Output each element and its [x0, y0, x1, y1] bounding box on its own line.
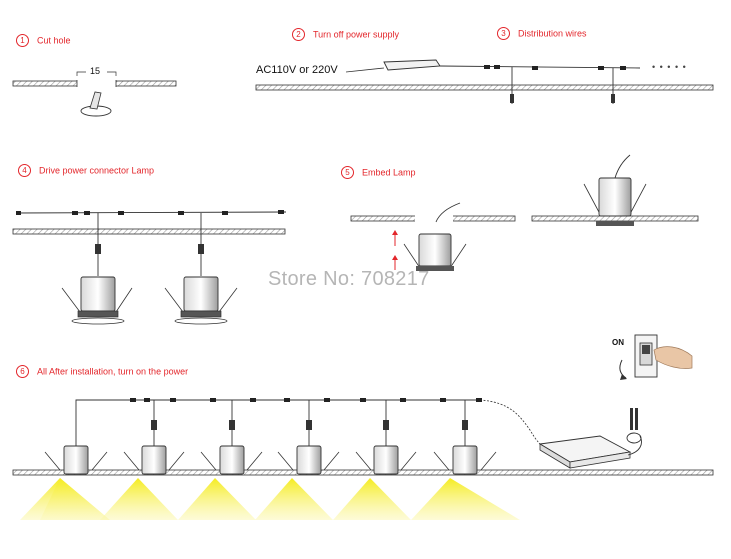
step-3-number: 3 [497, 27, 510, 40]
step-3-heading: 3 Distribution wires [497, 27, 587, 40]
step-6-heading: 6 All After installation, turn on the pow… [16, 365, 188, 378]
step-6-label: All After installation, turn on the powe… [37, 366, 189, 377]
step-5-number: 5 [341, 166, 354, 179]
step-4-label: Drive power connector Lamp [39, 165, 155, 176]
switch-on-label: ON [612, 338, 624, 347]
continuation-dots: • • • • • [652, 62, 687, 72]
voltage-label: AC110V or 220V [256, 64, 338, 76]
step-4-connector-figure [12, 210, 287, 325]
step-5-embed-figure [350, 154, 699, 271]
step-1-heading: 1 Cut hole [16, 34, 71, 47]
power-switch-figure [619, 334, 693, 380]
step-5-label: Embed Lamp [362, 167, 416, 178]
step-2-3-wiring-figure [255, 59, 714, 104]
step-4-heading: 4 Drive power connector Lamp [18, 164, 154, 177]
store-watermark: Store No: 708217 [268, 268, 430, 290]
step-1-cut-hole-figure [12, 71, 177, 117]
step-2-label: Turn off power supply [313, 29, 400, 40]
step-2-heading: 2 Turn off power supply [292, 28, 399, 41]
step-3-label: Distribution wires [518, 28, 587, 39]
step-5-heading: 5 Embed Lamp [341, 166, 416, 179]
step-1-number: 1 [16, 34, 29, 47]
step-4-number: 4 [18, 164, 31, 177]
step-6-number: 6 [16, 365, 29, 378]
step-2-number: 2 [292, 28, 305, 41]
step-1-label: Cut hole [37, 35, 71, 46]
hole-dimension-label: 15 [90, 66, 101, 76]
step-6-installed-figure [12, 398, 714, 520]
